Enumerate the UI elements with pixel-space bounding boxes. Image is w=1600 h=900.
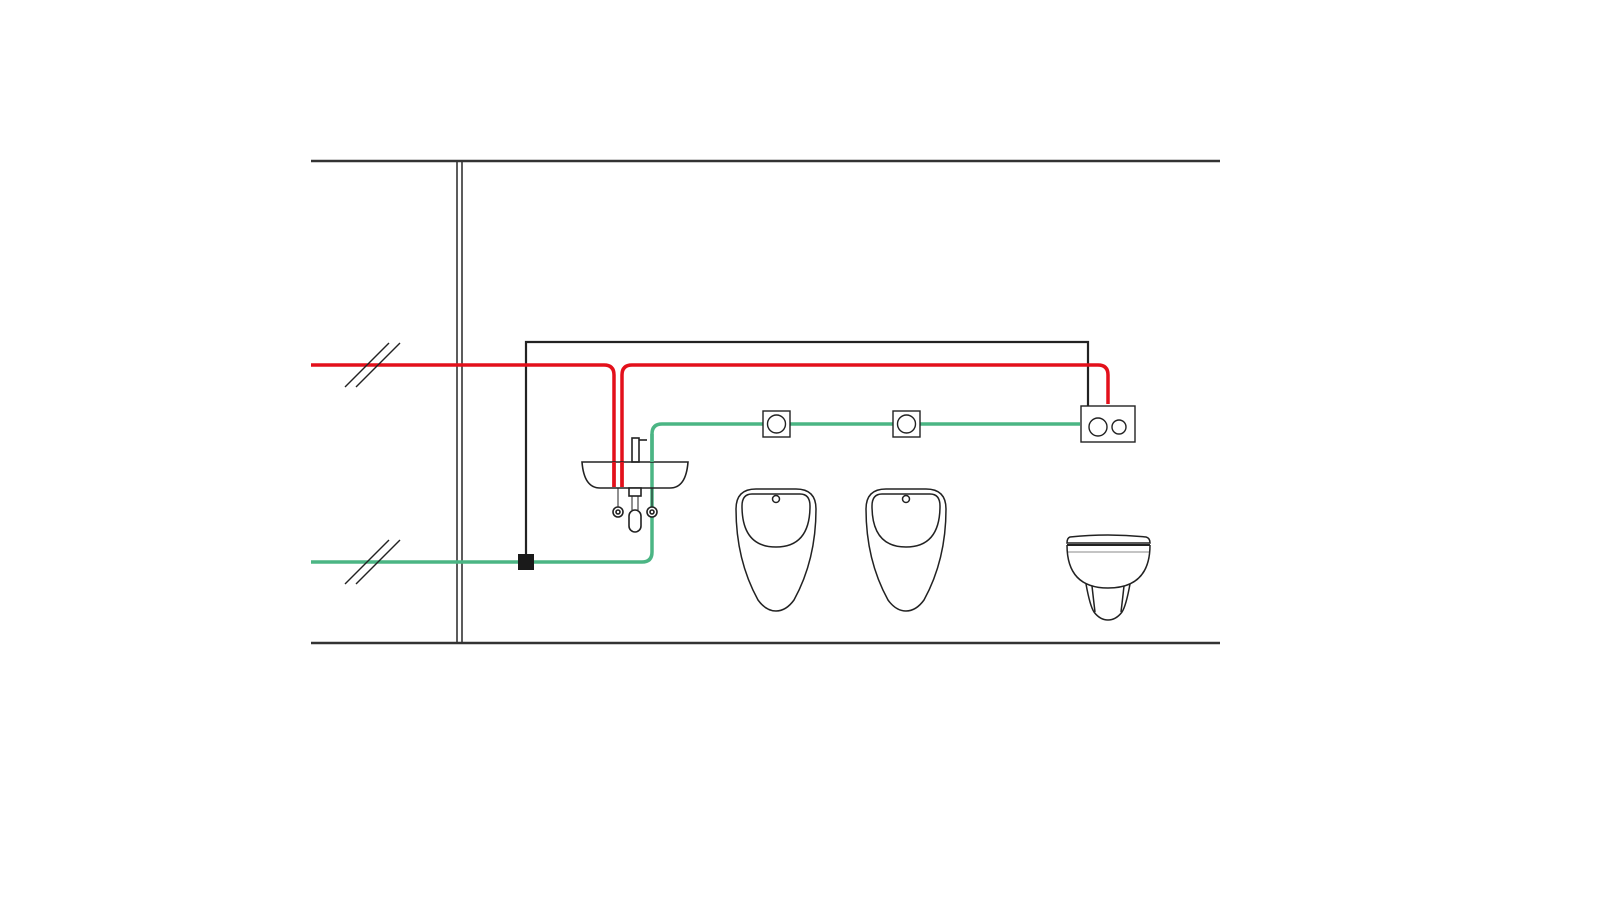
urinal-2-icon <box>865 488 947 612</box>
hot-water-pipe <box>311 363 1110 487</box>
urinal-flush-control-2-icon <box>892 410 921 438</box>
washbasin-icon <box>581 437 689 533</box>
cold-water-pipe <box>311 422 1080 564</box>
wall <box>456 161 463 643</box>
wall-hung-toilet-icon <box>1066 534 1151 621</box>
pipe-break-mark-top <box>344 342 401 388</box>
dual-flush-plate-icon <box>1080 405 1136 443</box>
pipe-break-mark-bottom <box>344 539 401 585</box>
urinal-1-icon <box>735 488 817 612</box>
control-line <box>524 340 1090 556</box>
control-box-icon <box>518 554 534 570</box>
urinal-flush-control-1-icon <box>762 410 791 438</box>
